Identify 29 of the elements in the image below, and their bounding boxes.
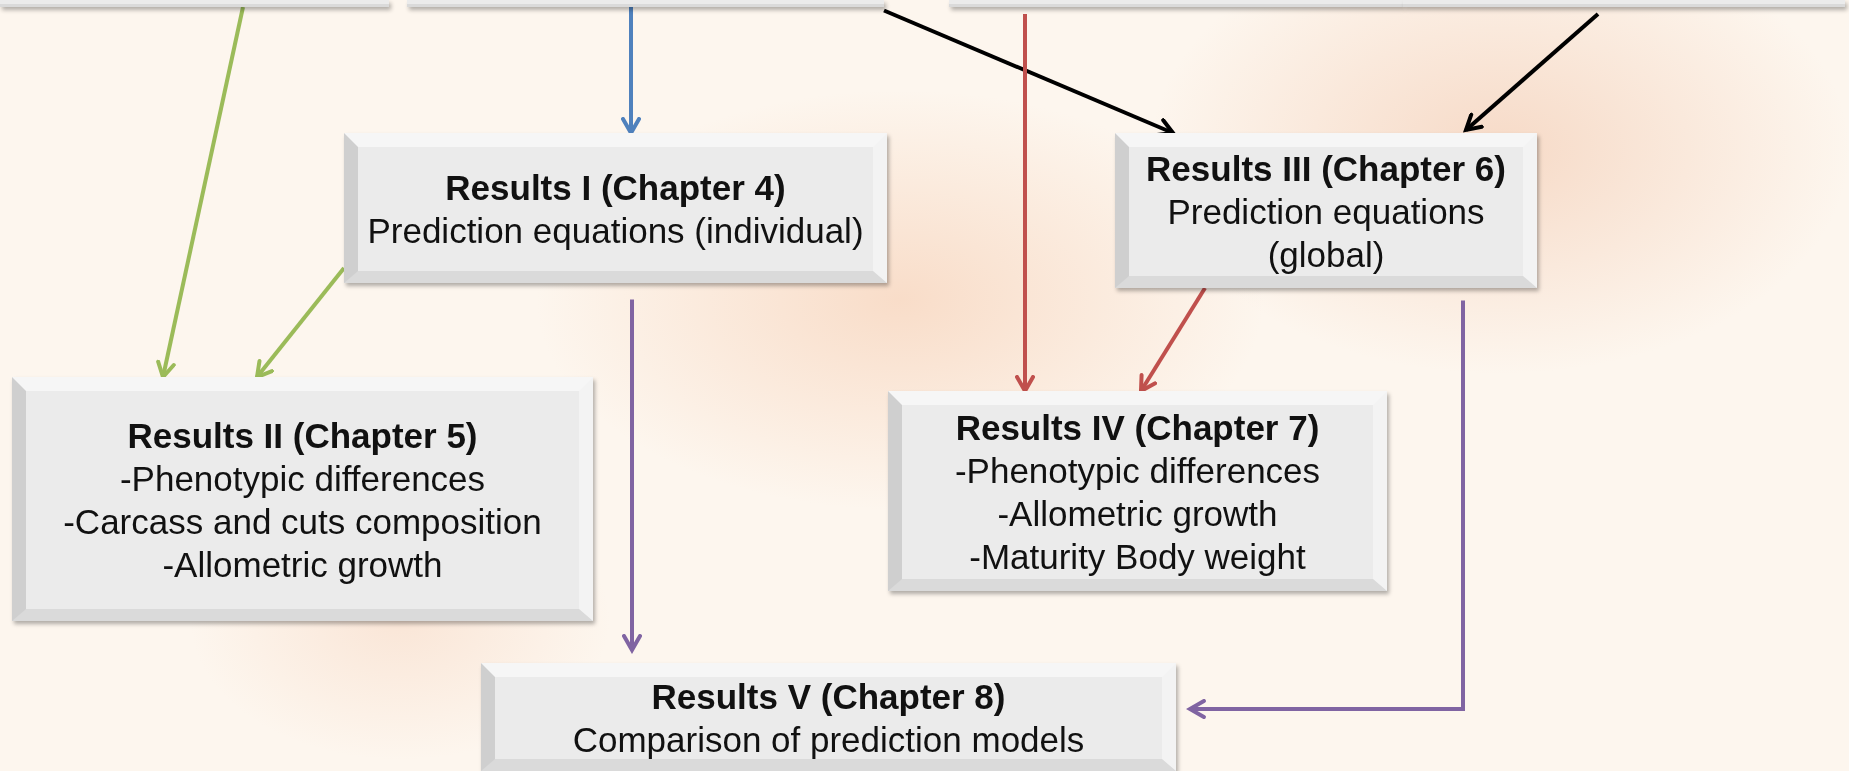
box-text: Prediction equations (individual) bbox=[367, 210, 864, 252]
box-text: -Allometric growth bbox=[997, 493, 1278, 535]
box-heading: Results IV (Chapter 7) bbox=[955, 407, 1320, 449]
result-box bbox=[12, 377, 593, 621]
arrow bbox=[1187, 300, 1465, 719]
result-box bbox=[344, 133, 887, 283]
box-text: -Allometric growth bbox=[162, 544, 443, 586]
empty-box bbox=[0, 0, 389, 7]
result-box bbox=[1115, 133, 1537, 288]
arrow bbox=[1015, 14, 1035, 393]
box-heading: Results III (Chapter 6) bbox=[1146, 148, 1506, 190]
arrow bbox=[156, 6, 245, 379]
result-box bbox=[481, 663, 1176, 771]
box-text: -Phenotypic differences bbox=[954, 450, 1321, 492]
box-text: -Carcass and cuts composition bbox=[63, 501, 542, 543]
arrow bbox=[622, 299, 642, 653]
box-text: Comparison of prediction models bbox=[572, 719, 1085, 761]
box-heading: Results V (Chapter 8) bbox=[651, 676, 1006, 718]
arrow bbox=[621, 7, 641, 135]
arrow bbox=[255, 266, 346, 379]
arrow bbox=[1464, 12, 1600, 132]
empty-box bbox=[407, 0, 884, 7]
arrow bbox=[1139, 286, 1207, 393]
box-heading: Results I (Chapter 4) bbox=[445, 167, 786, 209]
box-text: Prediction equations (global) bbox=[1166, 191, 1486, 276]
box-text: -Phenotypic differences bbox=[119, 458, 486, 500]
result-box bbox=[888, 391, 1387, 591]
box-text: -Maturity Body weight bbox=[969, 536, 1306, 578]
box-heading: Results II (Chapter 5) bbox=[127, 415, 478, 457]
